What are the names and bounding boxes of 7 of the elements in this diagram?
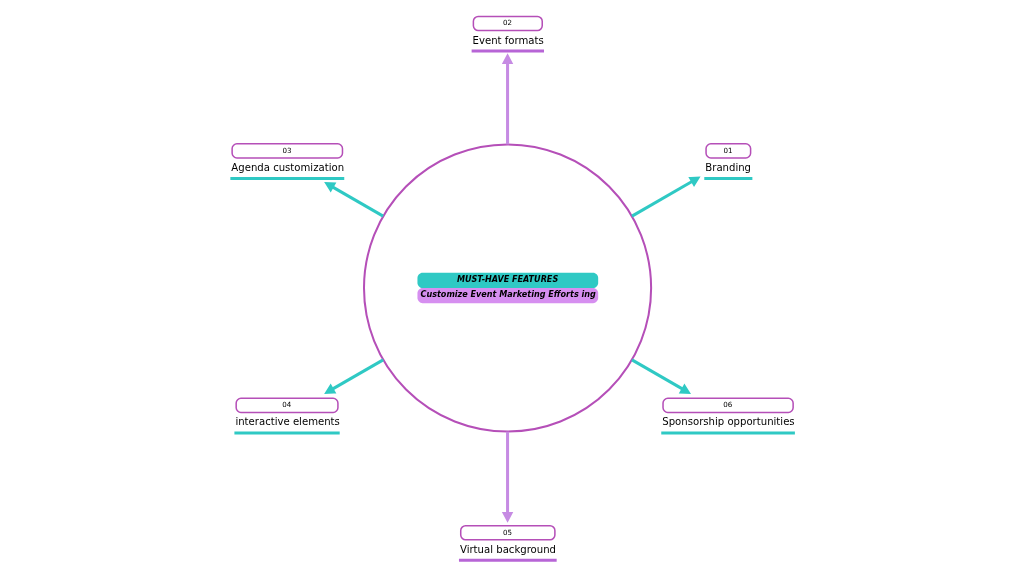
arrow [323, 358, 384, 394]
arrow [630, 176, 701, 218]
arrow [501, 431, 513, 523]
node-circle: MUST-HAVE FEATURES Customize Event Marketing Efforts ing [362, 143, 652, 433]
arrow [323, 182, 384, 218]
arrow [501, 53, 513, 145]
arrow [630, 358, 691, 394]
